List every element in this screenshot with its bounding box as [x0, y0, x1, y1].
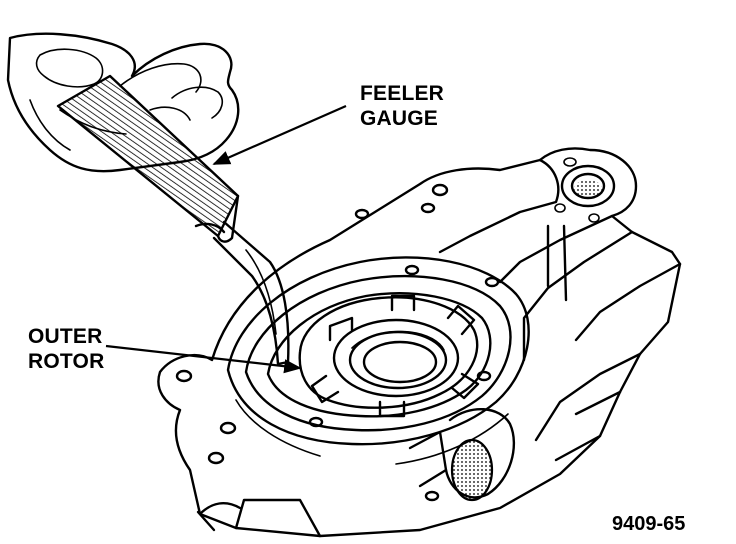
outer-rotor-leader	[105, 344, 302, 374]
figure-number: 9409-65	[612, 513, 685, 535]
pump-housing-drawing	[157, 147, 682, 538]
feeler-gauge-drawing	[56, 74, 290, 366]
inner-rotor-drawing	[332, 318, 460, 398]
pump-boss-drawing	[554, 157, 616, 223]
feeler-gauge-leader	[212, 104, 347, 166]
outer-rotor-label-line2: ROTOR	[28, 350, 104, 373]
pump-cavity-drawing	[226, 256, 530, 465]
outer-rotor-drawing	[298, 294, 480, 418]
feeler-gauge-label-line2: GAUGE	[360, 107, 438, 130]
feeler-gauge-label-line1: FEELER	[360, 82, 444, 105]
outer-rotor-label-line1: OUTER	[28, 325, 103, 348]
